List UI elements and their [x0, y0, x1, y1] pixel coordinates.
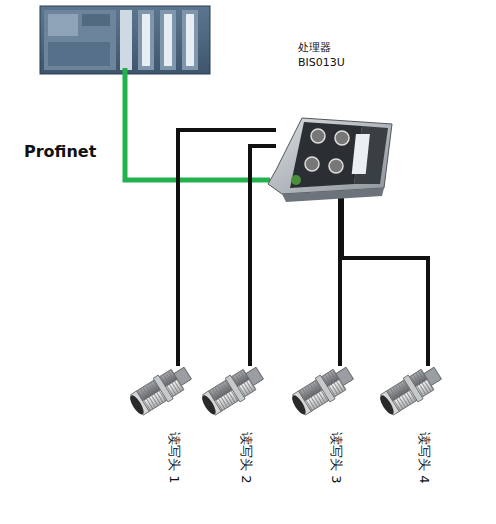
- sensor-nut: [315, 375, 335, 402]
- sensor-face: [128, 394, 146, 417]
- sensor-illustration: [290, 340, 362, 430]
- label-holder: 读写头 3: [326, 432, 346, 484]
- sensor-node: 读写头 3: [290, 340, 362, 515]
- port-profinet: [291, 175, 301, 185]
- processor-housing: [268, 118, 392, 194]
- sensor-illustration: [378, 340, 450, 430]
- port: [305, 157, 319, 171]
- plc-module: [120, 10, 132, 70]
- processor-plate: [352, 134, 370, 174]
- sensor-node: 读写头 1: [128, 340, 200, 515]
- sensor-nut: [225, 375, 245, 402]
- sensor-illustration: [200, 340, 272, 430]
- port: [335, 131, 349, 145]
- sensor-node: 读写头 2: [200, 340, 272, 515]
- sensor-node: 读写头 4: [378, 340, 450, 515]
- sensor-face: [290, 394, 308, 417]
- plc-rack: [40, 6, 210, 74]
- sensor-nut: [403, 375, 423, 402]
- port: [329, 159, 343, 173]
- bus-label: Profinet: [24, 142, 96, 161]
- sensor-face: [378, 394, 396, 417]
- sensor-label: 读写头 2: [238, 432, 254, 483]
- sensor-label: 读写头 1: [166, 432, 182, 483]
- cable: [178, 130, 276, 340]
- sensor-cable: [176, 340, 180, 366]
- sensor-label: 读写头 4: [416, 432, 432, 483]
- plc-module: [160, 10, 176, 70]
- plc-module: [182, 10, 198, 70]
- device-label: 处理器 BIS013U: [298, 40, 356, 70]
- sensor-cable: [248, 340, 252, 366]
- sensor-face: [200, 394, 218, 417]
- sensor-label: 读写头 3: [328, 432, 344, 483]
- plc-cpu-cover: [48, 42, 110, 66]
- plc-cpu: [44, 10, 116, 70]
- cable: [250, 146, 276, 340]
- sensor-nut: [153, 375, 173, 402]
- cable: [342, 188, 428, 340]
- processor-base: [282, 188, 384, 202]
- sensor-cable: [426, 340, 430, 366]
- plc-module-card: [186, 14, 194, 66]
- port: [311, 129, 325, 143]
- sensor-illustration: [128, 340, 200, 430]
- label-holder: 读写头 2: [236, 432, 256, 484]
- sensor-cable: [338, 340, 342, 366]
- processor-top: [290, 122, 362, 188]
- plc-module-card: [142, 14, 150, 66]
- label-holder: 读写头 4: [414, 432, 434, 484]
- plc-module-card: [164, 14, 172, 66]
- plc-cpu-panel: [48, 14, 78, 36]
- processor-node: 处理器 BIS013U: [262, 38, 394, 210]
- plc-module: [138, 10, 154, 70]
- label-holder: 读写头 1: [164, 432, 184, 484]
- plc-cpu-display: [82, 14, 110, 26]
